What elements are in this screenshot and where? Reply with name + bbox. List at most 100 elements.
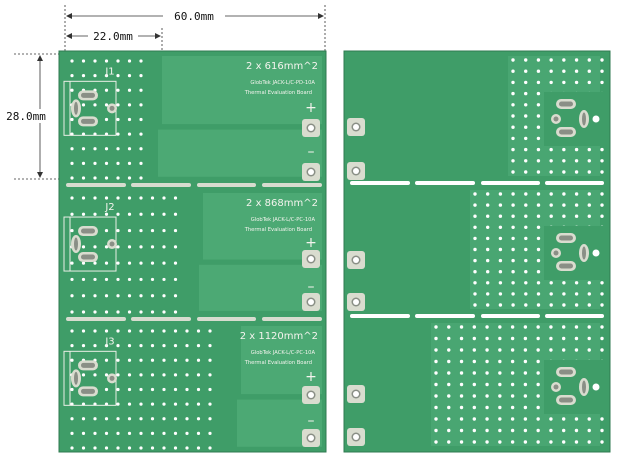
via-hole [208, 431, 212, 435]
via-hole [104, 147, 109, 151]
via-hole [81, 196, 86, 200]
connector-label: J1 [104, 66, 114, 77]
via-hole [173, 228, 178, 233]
terminal-pad-center [353, 257, 359, 263]
via-hole [150, 261, 155, 265]
via-hole [459, 428, 464, 433]
via-hole [116, 196, 120, 200]
terminal-pad-center [308, 125, 314, 131]
via-hole [498, 270, 503, 274]
via-hole [70, 446, 74, 450]
via-hole [524, 203, 528, 207]
via-hole [524, 292, 528, 296]
via-hole [536, 281, 541, 285]
via-hole [70, 228, 74, 233]
via-hole [93, 329, 97, 333]
via-hole [93, 212, 97, 216]
copper-pour-region [203, 193, 322, 260]
via-hole [536, 359, 540, 364]
via-hole [162, 402, 166, 406]
back-jack-oval-pad [579, 244, 589, 262]
via-hole [523, 394, 528, 398]
via-hole [524, 236, 528, 241]
oval-pad-slot [81, 254, 95, 260]
via-hole [511, 203, 515, 207]
via-hole [600, 348, 604, 352]
via-hole [196, 329, 201, 333]
via-hole [116, 329, 120, 333]
via-hole [562, 303, 566, 307]
minus-sign: – [308, 413, 315, 429]
via-hole [104, 358, 109, 362]
routing-slot [481, 181, 540, 185]
via-hole [173, 196, 178, 200]
via-hole [127, 117, 132, 122]
via-hole [139, 387, 143, 392]
via-hole [116, 373, 120, 377]
via-hole [127, 261, 132, 265]
via-hole [510, 325, 515, 329]
via-hole [127, 277, 132, 282]
back-mount-hole [592, 383, 600, 391]
via-hole [549, 170, 553, 174]
via-hole [498, 348, 502, 352]
via-hole [116, 228, 120, 233]
jack-pin-hole [109, 105, 115, 111]
minus-sign: – [308, 144, 315, 160]
via-hole [104, 329, 109, 333]
via-hole [511, 125, 515, 129]
via-hole [173, 294, 178, 298]
via-hole [524, 225, 528, 229]
via-hole [173, 431, 178, 435]
via-hole [104, 373, 109, 377]
via-hole [549, 214, 553, 218]
via-hole [208, 417, 212, 421]
via-hole [93, 294, 97, 298]
via-hole [472, 428, 477, 433]
via-hole [434, 348, 438, 352]
via-hole [162, 310, 166, 314]
via-hole [561, 348, 566, 352]
via-hole [93, 277, 97, 282]
routing-slot [197, 183, 256, 187]
via-hole [486, 203, 490, 207]
copper-pour-region [241, 326, 322, 395]
via-hole [574, 292, 579, 296]
via-hole [81, 74, 86, 78]
oval-pad-slot [74, 237, 78, 251]
via-hole [127, 176, 132, 180]
via-hole [498, 203, 503, 207]
via-hole [459, 394, 464, 398]
via-hole [600, 159, 604, 163]
via-hole [536, 170, 541, 174]
via-hole [173, 446, 178, 450]
via-hole [81, 310, 86, 314]
via-hole [524, 192, 528, 196]
via-hole [486, 236, 490, 241]
via-hole [162, 212, 166, 216]
via-hole [524, 147, 528, 152]
via-hole [150, 228, 155, 233]
positive-terminal-pad [302, 119, 320, 137]
routing-slot [545, 314, 604, 318]
via-hole [600, 417, 604, 421]
via-hole [139, 417, 143, 421]
via-hole [498, 214, 503, 218]
via-hole [472, 394, 477, 398]
via-hole [104, 176, 109, 180]
via-hole [549, 281, 553, 285]
via-hole [447, 348, 451, 352]
via-hole [562, 281, 566, 285]
via-hole [536, 136, 541, 141]
section-subtitle-line1: GlobTek JACK-L/C-PC-10A [251, 350, 316, 356]
via-hole [81, 147, 86, 151]
oval-pad-slot [81, 388, 95, 394]
via-hole [81, 245, 86, 249]
via-hole [536, 440, 540, 444]
via-hole [150, 294, 155, 298]
via-hole [472, 382, 477, 387]
back-jack-oval-pad [556, 261, 576, 271]
via-hole [511, 270, 515, 274]
back-section-1 [508, 56, 604, 176]
